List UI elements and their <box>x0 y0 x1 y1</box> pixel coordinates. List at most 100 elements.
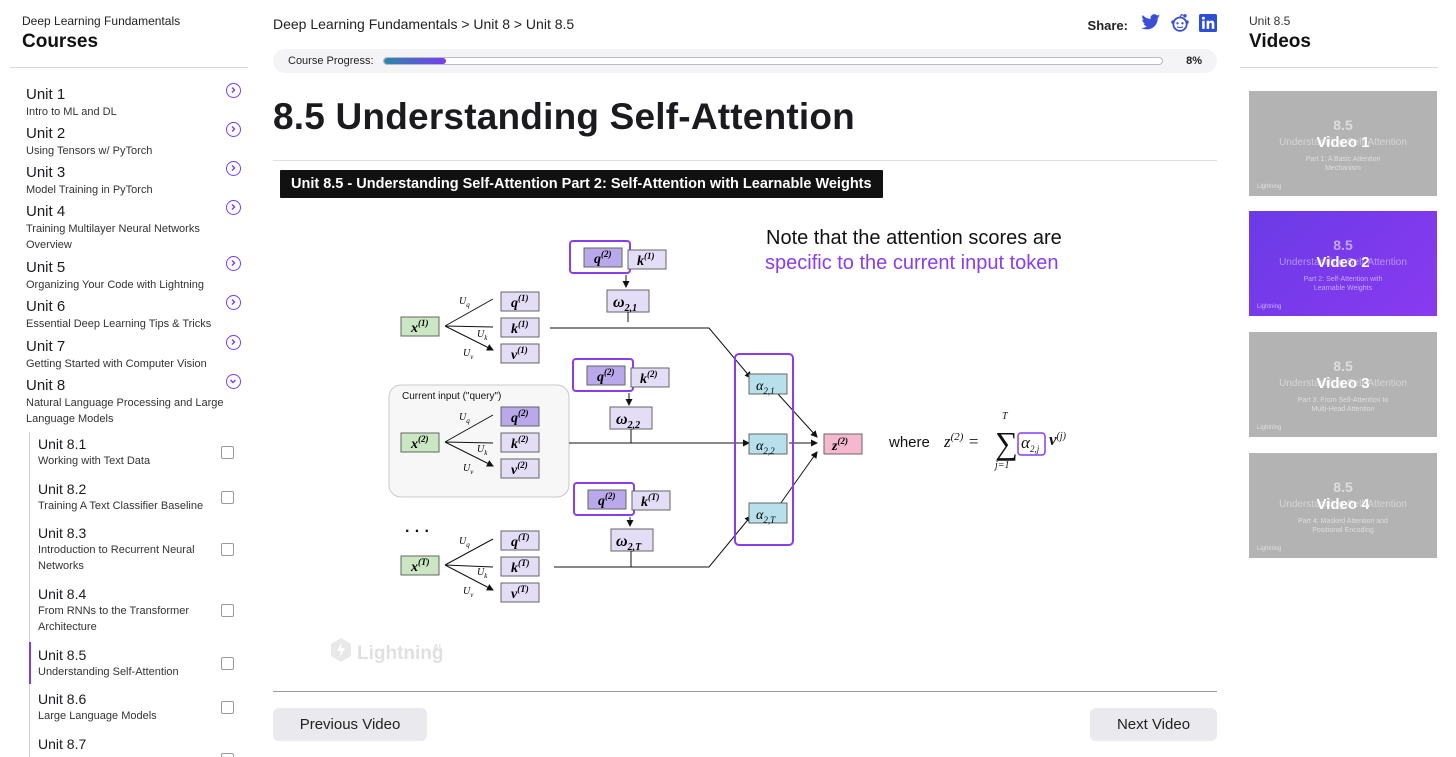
sidebar-item-unit-1[interactable]: Unit 1 Intro to ML and DL <box>26 83 244 120</box>
sidebar-item-unit-5[interactable]: Unit 5 Organizing Your Code with Lightni… <box>26 256 244 293</box>
subunit-title: Unit 8.6 <box>38 691 87 707</box>
course-progress: Course Progress: 8% <box>273 49 1217 73</box>
chevron-right-icon[interactable] <box>226 256 241 271</box>
z-output <box>823 433 863 455</box>
svg-text:Uq: Uq <box>459 412 470 425</box>
svg-text:Uv: Uv <box>463 586 474 599</box>
divider <box>273 691 1217 692</box>
thumb-title: Understanding Self-Attention <box>1279 137 1407 148</box>
completion-checkbox[interactable] <box>221 657 234 670</box>
unit-subtitle: Essential Deep Learning Tips & Tricks <box>26 318 212 330</box>
subunit-subtitle: Training A Text Classifier Baseline <box>38 500 204 512</box>
svg-text:∑: ∑ <box>995 425 1018 461</box>
video-thumbnail-4[interactable]: 8.5 Understanding Self-Attention Part 4:… <box>1249 453 1437 558</box>
sidebar-item-unit-8-3[interactable]: Unit 8.3 Introduction to Recurrent Neura… <box>38 524 238 574</box>
alpha-values: α2,1 α2,2 α2,T <box>748 373 788 525</box>
svg-text:Uk: Uk <box>477 567 488 580</box>
unit-title: Unit 4 <box>26 203 66 220</box>
share-label: Share: <box>1087 17 1128 33</box>
video-thumbnail-1[interactable]: 8.5 Understanding Self-Attention Part 1:… <box>1249 91 1437 196</box>
sidebar-item-unit-2[interactable]: Unit 2 Using Tensors w/ PyTorch <box>26 122 244 159</box>
completion-checkbox[interactable] <box>221 701 234 714</box>
subunit-title: Unit 8.1 <box>38 436 87 452</box>
unit-title: Unit 3 <box>26 164 66 181</box>
unit-subtitle: Training Multilayer Neural Networks Over… <box>26 223 200 251</box>
thumb-label: Video 2 <box>1316 254 1370 271</box>
svg-text:Uk: Uk <box>477 329 488 342</box>
where-label: where <box>888 434 930 451</box>
subunit-subtitle: Understanding Self-Attention <box>38 666 179 678</box>
chevron-right-icon[interactable] <box>226 335 241 350</box>
divider <box>10 67 248 68</box>
progress-track <box>383 57 1163 65</box>
video-thumbnail-2[interactable]: 8.5 Understanding Self-Attention Part 2:… <box>1249 211 1437 316</box>
sidebar-item-unit-4[interactable]: Unit 4 Training Multilayer Neural Networ… <box>26 200 244 253</box>
chevron-right-icon[interactable] <box>226 83 241 98</box>
reddit-icon[interactable] <box>1170 13 1190 37</box>
sidebar-item-unit-7[interactable]: Unit 7 Getting Started with Computer Vis… <box>26 335 244 372</box>
svg-text:Uq: Uq <box>459 536 470 549</box>
svg-text:z(2) =: z(2) = <box>943 431 979 451</box>
thumb-logo: Lightning <box>1257 184 1282 190</box>
sidebar-item-unit-8[interactable]: Unit 8 Natural Language Processing and L… <box>26 374 244 427</box>
unit-title: Unit 7 <box>26 338 66 355</box>
tree-line <box>29 432 30 757</box>
unit-title: Unit 8 <box>26 377 66 394</box>
svg-text:Uv: Uv <box>463 463 474 476</box>
svg-text:Uk: Uk <box>477 444 488 457</box>
note-line-2: specific to the current input token <box>765 252 1059 274</box>
completion-checkbox[interactable] <box>221 543 234 556</box>
chevron-right-icon[interactable] <box>226 295 241 310</box>
sidebar-item-unit-6[interactable]: Unit 6 Essential Deep Learning Tips & Tr… <box>26 295 244 332</box>
linkedin-icon[interactable] <box>1199 13 1217 37</box>
chevron-down-icon[interactable] <box>226 374 241 389</box>
subunit-subtitle: Introduction to Recurrent Neural Network… <box>38 544 195 572</box>
sidebar-item-unit-8-1[interactable]: Unit 8.1 Working with Text Data <box>38 435 238 469</box>
next-video-button[interactable]: Next Video <box>1090 708 1217 741</box>
subunit-subtitle: Working with Text Data <box>38 455 151 467</box>
thumb-number: 8.5 <box>1333 237 1353 253</box>
unit-subtitle: Model Training in PyTorch <box>26 184 153 196</box>
svg-text:AI: AI <box>433 643 441 652</box>
row-1: x(1) q(1) k(1) v(1) Uq Uk Uv <box>400 291 540 364</box>
previous-video-button[interactable]: Previous Video <box>273 708 427 741</box>
svg-text:α2,j: α2,j <box>1021 433 1040 454</box>
unit-title: Unit 2 <box>26 125 66 142</box>
sidebar-item-unit-8-2[interactable]: Unit 8.2 Training A Text Classifier Base… <box>38 480 238 514</box>
breadcrumb[interactable]: Deep Learning Fundamentals > Unit 8 > Un… <box>273 16 575 32</box>
sidebar-item-unit-8-5[interactable]: Unit 8.5 Understanding Self-Attention <box>38 646 238 680</box>
formula: z(2) = ∑ T j=1 α2,j v(j) <box>943 411 1067 471</box>
row-2: x(2) q(2) k(2) v(2) Uq Uk Uv <box>400 406 540 479</box>
subunit-subtitle: From RNNs to the Transformer Architectur… <box>38 605 189 633</box>
subunit-title: Unit 8.3 <box>38 525 87 541</box>
svg-text:Uv: Uv <box>463 348 474 361</box>
page-title: 8.5 Understanding Self-Attention <box>273 96 855 137</box>
sidebar-item-unit-3[interactable]: Unit 3 Model Training in PyTorch <box>26 161 244 198</box>
sidebar-item-unit-8-7[interactable]: Unit 8.7 <box>38 735 238 757</box>
thumb-subtitle: Part 2: Self-Attention with Learnable We… <box>1303 276 1383 292</box>
completion-checkbox[interactable] <box>221 604 234 617</box>
twitter-icon[interactable] <box>1141 14 1161 36</box>
unit-subtitle: Organizing Your Code with Lightning <box>26 279 204 291</box>
share-bar: Share: <box>1088 13 1217 37</box>
progress-label: Course Progress: <box>288 55 374 67</box>
chevron-right-icon[interactable] <box>226 200 241 215</box>
sidebar-item-unit-8-4[interactable]: Unit 8.4 From RNNs to the Transformer Ar… <box>38 585 238 635</box>
thumb-label: Video 1 <box>1316 134 1370 151</box>
thumb-number: 8.5 <box>1333 479 1353 495</box>
completion-checkbox[interactable] <box>221 491 234 504</box>
lesson-main: Deep Learning Fundamentals > Unit 8 > Un… <box>273 0 1217 757</box>
chevron-right-icon[interactable] <box>226 161 241 176</box>
unit-subtitle: Intro to ML and DL <box>26 106 117 118</box>
chevron-right-icon[interactable] <box>226 122 241 137</box>
thumb-number: 8.5 <box>1333 358 1353 374</box>
current-input-label: Current input ("query") <box>402 391 501 402</box>
completion-checkbox[interactable] <box>221 753 234 757</box>
thumb-subtitle: Part 4: Masked Attention and Positional … <box>1298 518 1388 534</box>
video-thumbnail-3[interactable]: 8.5 Understanding Self-Attention Part 3:… <box>1249 332 1437 437</box>
completion-checkbox[interactable] <box>221 446 234 459</box>
unit-subtitle: Using Tensors w/ PyTorch <box>26 145 153 157</box>
sidebar-item-unit-8-6[interactable]: Unit 8.6 Large Language Models <box>38 690 238 724</box>
video-player[interactable]: Unit 8.5 - Understanding Self-Attention … <box>273 162 1217 690</box>
lightning-watermark: Lightning AI <box>331 638 444 664</box>
